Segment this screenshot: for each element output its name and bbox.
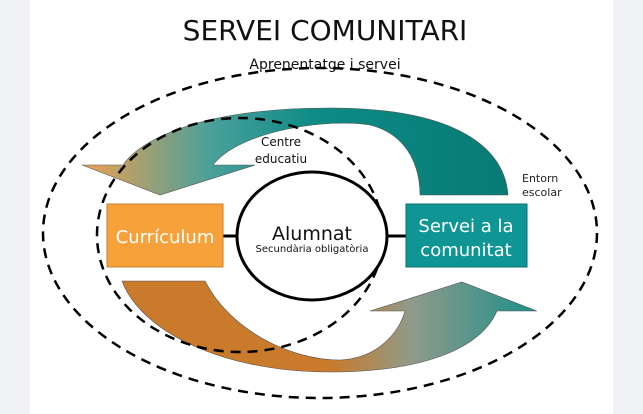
alumnat-sublabel: Secundària obligatòria (256, 243, 369, 255)
curriculum-node (106, 203, 224, 268)
servei-node (405, 203, 528, 268)
diagram-title: SERVEI COMUNITARI (183, 14, 468, 47)
arrow-curriculum-to-service (121, 280, 538, 373)
entorn-label-line1: Entorn (522, 172, 558, 185)
servei-label-line2: comunitat (420, 240, 511, 261)
alumnat-label: Alumnat (272, 223, 352, 245)
entorn-label-line2: escolar (522, 186, 562, 199)
alumnat-node (235, 170, 389, 302)
centre-label-line2: educatiu (255, 152, 307, 166)
centre-label-line1: Centre (261, 135, 301, 149)
curriculum-label: Currículum (116, 227, 215, 248)
entorn-escolar-boundary (41, 66, 599, 400)
servei-label-line1: Servei a la (418, 216, 513, 237)
